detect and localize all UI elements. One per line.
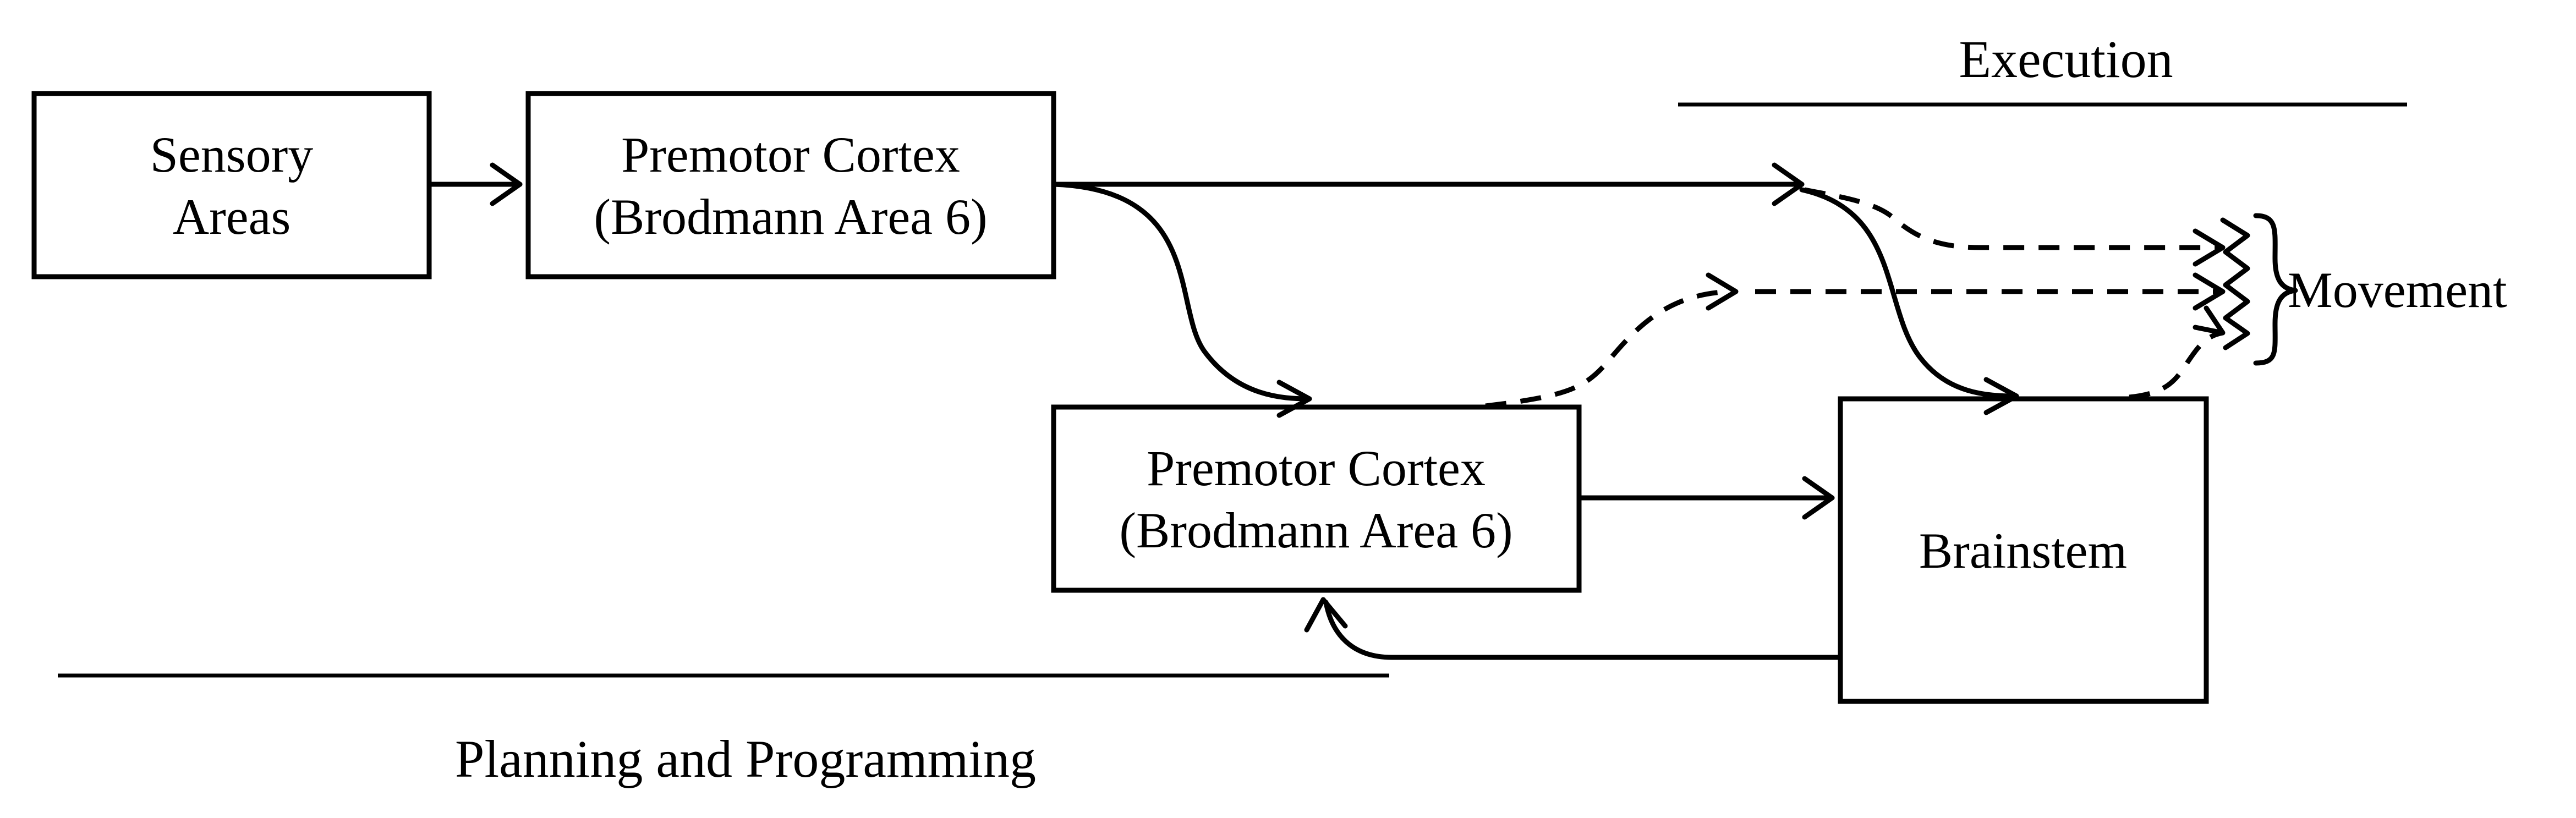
premotor-cortex-top-label-line2: (Brodmann Area 6) — [594, 189, 987, 245]
dashed-top-to-movement-arrow — [1804, 187, 2226, 267]
premotor-cortex-bottom-node: Premotor Cortex (Brodmann Area 6) — [1051, 404, 1582, 593]
premotor-bottom-to-brainstem-arrow — [1576, 476, 1835, 520]
planning-phase-label: Planning and Programming — [455, 729, 1036, 788]
premotor-cortex-bottom-label-line2: (Brodmann Area 6) — [1119, 502, 1512, 558]
premotor-cortex-top-label-line1: Premotor Cortex — [621, 127, 960, 183]
brainstem-node: Brainstem — [1838, 396, 2209, 704]
dashed-premotor-bottom-to-junction-arrow — [1485, 272, 1739, 409]
movement-label: Movement — [2288, 262, 2507, 318]
dashed-middle-to-movement-arrow — [1755, 272, 2226, 311]
brainstem-feedback-arrow — [1304, 597, 1843, 660]
movement-brace-icon — [2253, 213, 2298, 366]
sensory-areas-label-line2: Areas — [173, 189, 291, 245]
execution-phase-label: Execution — [1959, 30, 2173, 89]
sensory-to-premotor-arrow — [426, 162, 523, 206]
brainstem-label: Brainstem — [1919, 523, 2127, 579]
premotor-top-to-bottom-arrow — [1051, 182, 1312, 418]
movement-convergence-zigzag — [2220, 217, 2250, 350]
premotor-top-to-brainstem-arrow — [1799, 187, 2019, 415]
brainstem-box — [1838, 396, 2209, 704]
sensory-areas-label-line1: Sensory — [150, 127, 313, 183]
premotor-cortex-top-node: Premotor Cortex (Brodmann Area 6) — [525, 91, 1056, 279]
premotor-top-direct-arrow — [1051, 162, 1805, 206]
dashed-brainstem-to-movement-arrow — [2129, 305, 2226, 400]
sensory-areas-node: Sensory Areas — [31, 91, 432, 279]
sensory-areas-box — [31, 91, 432, 279]
premotor-cortex-bottom-box — [1051, 404, 1582, 593]
premotor-cortex-bottom-label-line1: Premotor Cortex — [1147, 440, 1486, 496]
premotor-cortex-top-box — [525, 91, 1056, 279]
